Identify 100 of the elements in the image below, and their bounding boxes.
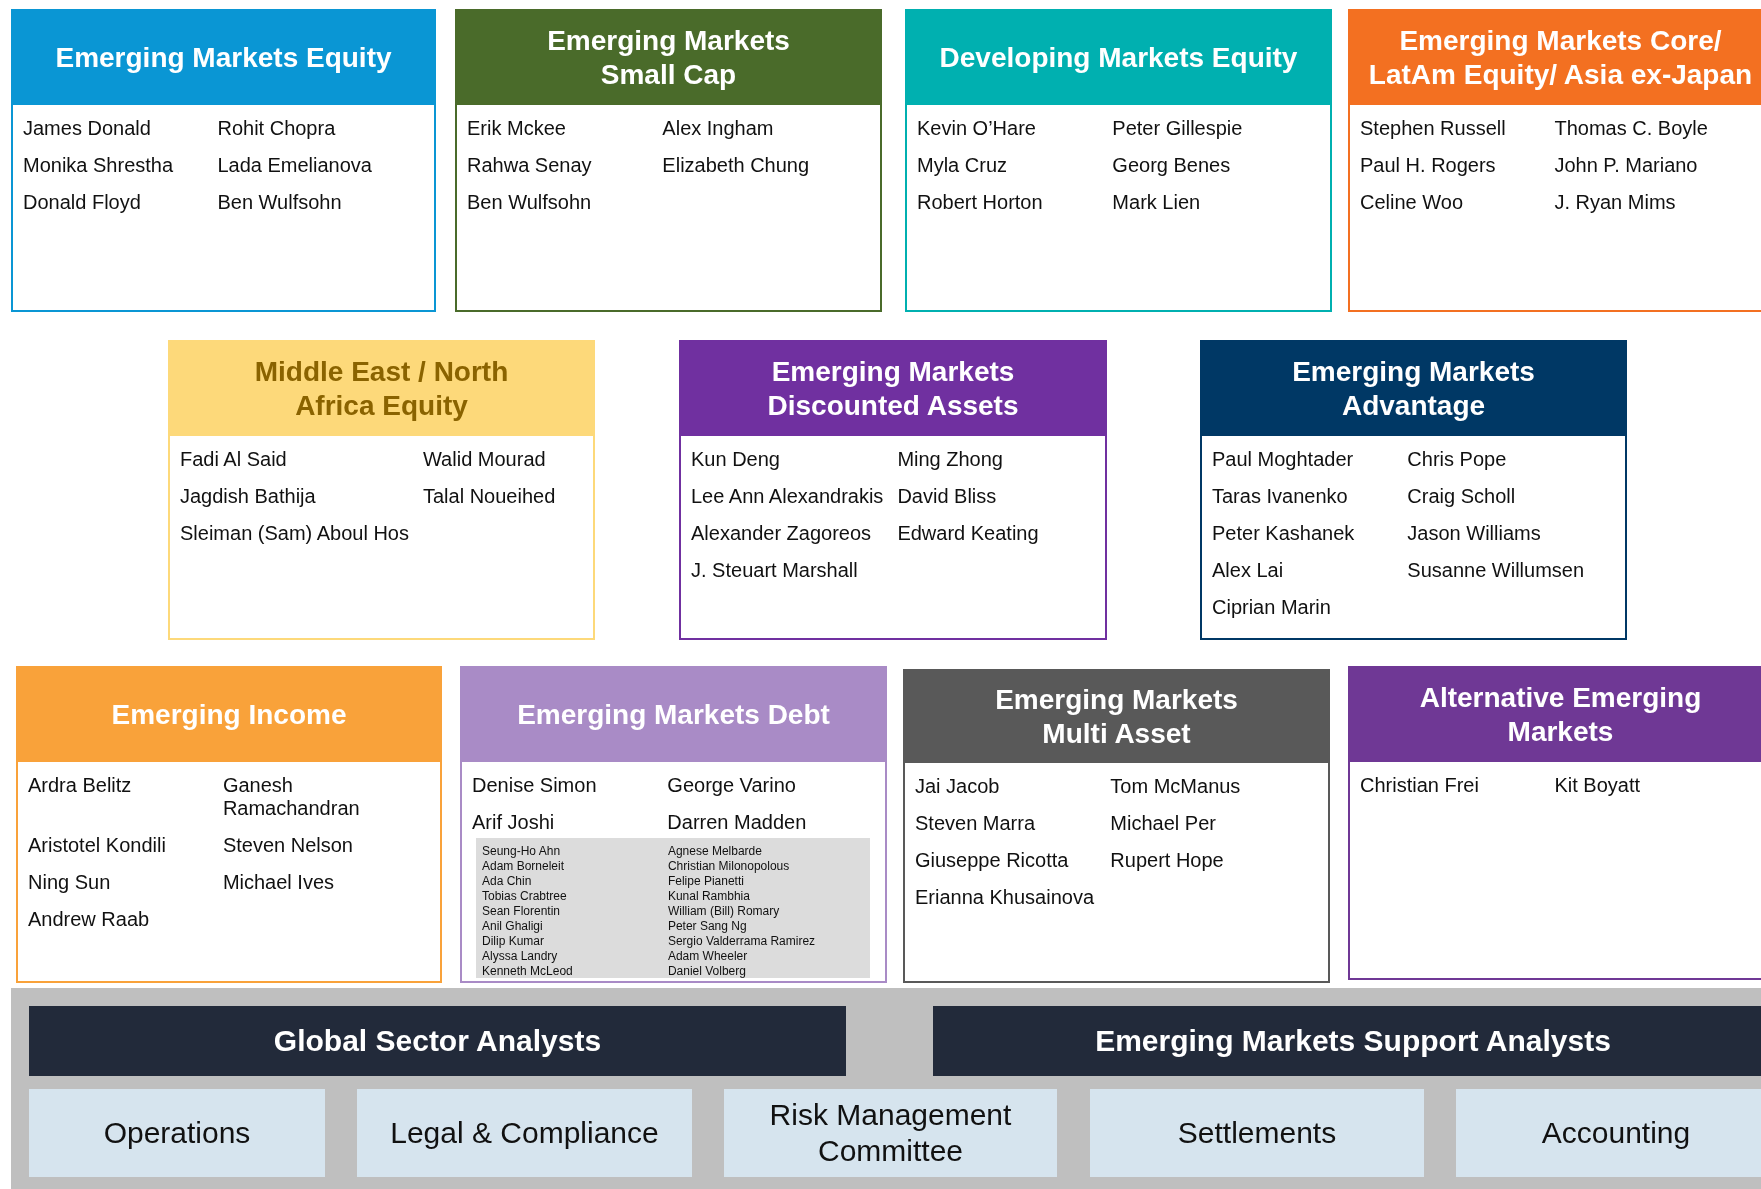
member-name: George Varino xyxy=(667,774,797,797)
function-box: Legal & Compliance xyxy=(357,1089,692,1177)
member-name: Aristotel Kondili xyxy=(28,834,167,857)
member-name: Agnese Melbarde xyxy=(667,844,763,858)
member-name: Robert Horton xyxy=(917,191,1044,214)
member-name: Myla Cruz xyxy=(917,154,1008,177)
team-box xyxy=(168,340,595,640)
member-name: Sergio Valderrama Ramirez xyxy=(667,934,817,948)
member-name: Walid Mourad xyxy=(423,448,547,471)
member-name: Susanne Willumsen xyxy=(1407,559,1586,582)
member-name: J. Steuart Marshall xyxy=(691,559,859,582)
member-name: Christian Milonopolous xyxy=(667,859,791,873)
member-name: Ciprian Marin xyxy=(1212,596,1332,619)
member-name: Kun Deng xyxy=(691,448,781,471)
team-title: Emerging Markets Multi Asset xyxy=(905,671,1328,763)
member-name: Darren Madden xyxy=(667,811,808,834)
member-name: Donald Floyd xyxy=(23,191,142,214)
member-name: Paul H. Rogers xyxy=(1360,154,1497,177)
function-box: Accounting xyxy=(1456,1089,1761,1177)
member-name: Peter Gillespie xyxy=(1112,117,1244,140)
member-name: Christian Frei xyxy=(1360,774,1480,797)
member-name: James Donald xyxy=(23,117,152,140)
member-name: Alex Lai xyxy=(1212,559,1285,582)
member-name: Jagdish Bathija xyxy=(180,485,317,508)
team-title: Emerging Markets Advantage xyxy=(1202,342,1625,436)
member-name: Michael Ives xyxy=(222,871,336,894)
member-name: Rupert Hope xyxy=(1110,849,1225,872)
member-name: Dilip Kumar xyxy=(482,934,545,948)
member-name: Chris Pope xyxy=(1407,448,1508,471)
member-name: Alyssa Landry xyxy=(482,949,559,963)
function-box: Operations xyxy=(29,1089,325,1177)
member-name: Craig Scholl xyxy=(1407,485,1517,508)
team-box xyxy=(455,9,882,312)
member-name: Ming Zhong xyxy=(897,448,1004,471)
team-title: Emerging Markets Equity xyxy=(13,11,434,105)
member-name: Alexander Zagoreos xyxy=(691,522,873,545)
member-name: Thomas C. Boyle xyxy=(1554,117,1709,140)
team-box xyxy=(1348,666,1761,980)
member-name: Erik Mckee xyxy=(467,117,567,140)
member-name: Talal Noueihed xyxy=(423,485,557,508)
member-name: Rahwa Senay xyxy=(467,154,593,177)
team-box xyxy=(1200,340,1627,640)
group-header-bar: Emerging Markets Support Analysts xyxy=(933,1006,1761,1076)
member-name: Denise Simon xyxy=(472,774,598,797)
member-name: Mark Lien xyxy=(1112,191,1202,214)
member-name: Edward Keating xyxy=(897,522,1040,545)
member-name: Kunal Rambhia xyxy=(667,889,751,903)
member-name: Lada Emelianova xyxy=(217,154,373,177)
member-name: Rohit Chopra xyxy=(217,117,337,140)
member-name: Tobias Crabtree xyxy=(482,889,568,903)
member-name: Peter Sang Ng xyxy=(667,919,748,933)
member-name: Adam Borneleit xyxy=(482,859,566,873)
team-title: Alternative Emerging Markets xyxy=(1350,668,1761,762)
team-title: Emerging Income xyxy=(18,668,440,762)
function-box: Risk Management Committee xyxy=(724,1089,1057,1177)
group-header-bar: Global Sector Analysts xyxy=(29,1006,846,1076)
member-name: Andrew Raab xyxy=(28,908,151,931)
member-name: Ardra Belitz xyxy=(28,774,133,798)
team-box xyxy=(16,666,442,983)
member-name: Steven Nelson xyxy=(222,834,354,857)
team-title: Developing Markets Equity xyxy=(907,11,1330,105)
team-box xyxy=(903,669,1330,983)
team-box xyxy=(905,9,1332,312)
function-box: Settlements xyxy=(1090,1089,1424,1177)
support-band xyxy=(11,988,1761,1189)
member-name: Lee Ann Alexandrakis xyxy=(691,485,884,508)
member-name: Seung-Ho Ahn xyxy=(482,844,562,858)
member-name: Ben Wulfsohn xyxy=(467,191,593,214)
team-box xyxy=(679,340,1107,640)
member-name: Daniel Volberg xyxy=(667,964,747,978)
member-name: David Bliss xyxy=(897,485,998,508)
member-name: Steven Marra xyxy=(915,812,1037,835)
member-name: Ganesh Ramachandran xyxy=(222,774,361,820)
member-name: Sleiman (Sam) Aboul Hos xyxy=(180,522,409,545)
member-name: Kit Boyatt xyxy=(1554,774,1642,797)
member-name: Arif Joshi xyxy=(472,811,556,834)
team-box xyxy=(1348,9,1761,312)
member-name: Tom McManus xyxy=(1110,775,1242,798)
member-name: Ben Wulfsohn xyxy=(217,191,343,214)
analyst-panel xyxy=(476,838,870,978)
member-name: Elizabeth Chung xyxy=(662,154,811,177)
member-name: Giuseppe Ricotta xyxy=(915,849,1070,872)
team-box xyxy=(11,9,436,312)
member-name: John P. Mariano xyxy=(1554,154,1699,177)
member-name: Fadi Al Said xyxy=(180,448,288,471)
member-name: Celine Woo xyxy=(1360,191,1465,214)
member-name: William (Bill) Romary xyxy=(667,904,781,918)
team-title: Middle East / North Africa Equity xyxy=(170,342,593,436)
member-name: Michael Per xyxy=(1110,812,1217,835)
team-title: Emerging Markets Core/ LatAm Equity/ Asia ex-Japan xyxy=(1350,11,1761,105)
member-name: Adam Wheeler xyxy=(667,949,749,963)
member-name: Monika Shrestha xyxy=(23,154,175,177)
member-name: Stephen Russell xyxy=(1360,117,1507,140)
member-name: Ada Chin xyxy=(482,874,533,888)
member-name: Peter Kashanek xyxy=(1212,522,1356,545)
member-name: Kenneth McLeod xyxy=(482,964,574,978)
member-name: Jason Williams xyxy=(1407,522,1542,545)
member-name: Georg Benes xyxy=(1112,154,1232,177)
member-name: Paul Moghtader xyxy=(1212,448,1355,471)
team-title: Emerging Markets Discounted Assets xyxy=(681,342,1105,436)
